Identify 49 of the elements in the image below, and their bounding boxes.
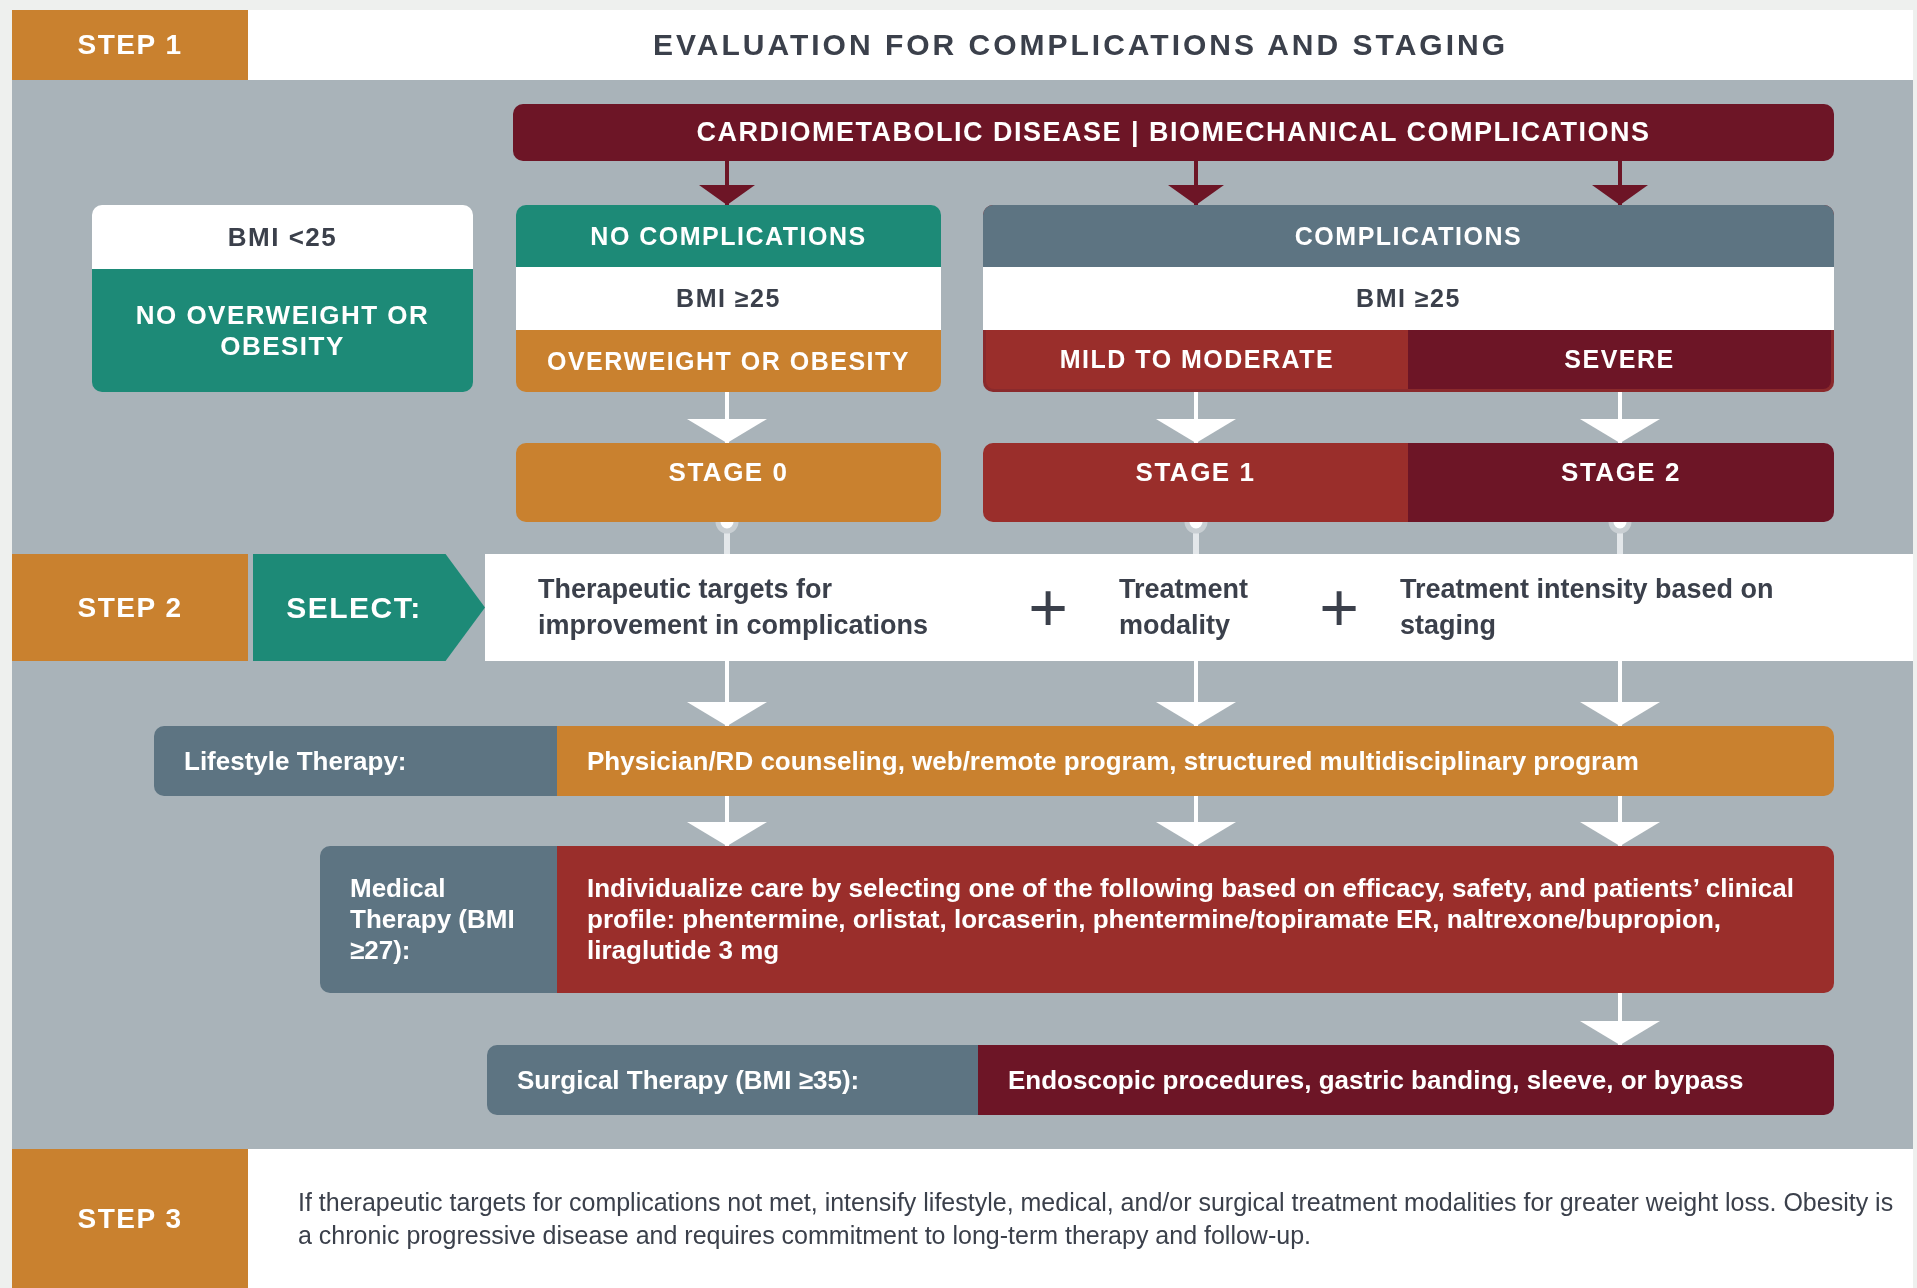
arrow	[687, 661, 767, 726]
therapy-description: Endoscopic procedures, gastric banding, sleeve, or bypass	[978, 1045, 1834, 1115]
therapy-label: Medical Therapy (BMI ≥27):	[320, 846, 557, 993]
category-banner: CARDIOMETABOLIC DISEASE | BIOMECHANICAL COMPLICATIONS	[513, 104, 1834, 161]
step-badge: STEP 3	[12, 1149, 248, 1288]
title: EVALUATION FOR COMPLICATIONS AND STAGING	[248, 10, 1913, 80]
selection-criterion: Therapeutic targets for improvement in complications	[538, 554, 978, 661]
arrow	[1156, 796, 1236, 846]
classification-label: NO OVERWEIGHT OR OBESITY	[92, 269, 473, 392]
select-tab: SELECT:	[253, 554, 485, 661]
bmi-label: BMI ≥25	[516, 267, 941, 330]
therapy-bar	[154, 726, 1834, 796]
plus-sign: +	[1028, 569, 1068, 645]
step-badge: STEP 2	[12, 554, 248, 661]
therapy-label: Surgical Therapy (BMI ≥35):	[487, 1045, 978, 1115]
therapy-description: Physician/RD counseling, web/remote program, structured multidisciplinary program	[557, 726, 1834, 796]
instruction-text: If therapeutic targets for complications not met, intensify lifestyle, medical, and/or surgical treatment modalities for greater weight loss. Obesity is a chronic progressive disease and requires commitment to long-term therapy and follow-up.	[248, 1149, 1913, 1288]
therapy-bar	[487, 1045, 1834, 1115]
complication-label: NO COMPLICATIONS	[516, 205, 941, 267]
plus-sign: +	[1319, 569, 1359, 645]
step-badge: STEP 1	[12, 10, 248, 80]
arrow	[1580, 993, 1660, 1045]
arrow	[1580, 661, 1660, 726]
classification-label: OVERWEIGHT OR OBESITY	[516, 330, 941, 392]
stage-box: STAGE 2	[1408, 443, 1834, 522]
complication-label: COMPLICATIONS	[983, 205, 1834, 267]
arrow	[699, 161, 755, 205]
severity-bar: MILD TO MODERATE	[986, 330, 1408, 389]
severity-bar: SEVERE	[1408, 330, 1831, 389]
arrow	[1580, 796, 1660, 846]
therapy-bar	[320, 846, 1834, 993]
bmi-label: BMI <25	[92, 205, 473, 269]
arrow	[687, 796, 767, 846]
classification-box	[983, 205, 1834, 392]
arrow	[1168, 161, 1224, 205]
stage-box: STAGE 0	[516, 443, 941, 522]
arrow	[1592, 161, 1648, 205]
stage-box: STAGE 1	[983, 443, 1408, 522]
therapy-label: Lifestyle Therapy:	[154, 726, 557, 796]
selection-criterion: Treatment intensity based on staging	[1400, 554, 1830, 661]
arrow	[1156, 661, 1236, 726]
therapy-description: Individualize care by selecting one of the following based on efficacy, safety, and patients’ clinical profile: phentermine, orlistat, lorcaserin, phentermine/topiramate ER, naltrexone/bupropion, liraglutide 3 mg	[557, 846, 1834, 993]
arrow	[1156, 389, 1236, 443]
arrow	[1580, 389, 1660, 443]
arrow	[687, 392, 767, 443]
selection-criterion: Treatment modality	[1119, 554, 1294, 661]
classification-box	[92, 205, 473, 392]
bmi-label: BMI ≥25	[983, 267, 1834, 330]
classification-box	[516, 205, 941, 392]
